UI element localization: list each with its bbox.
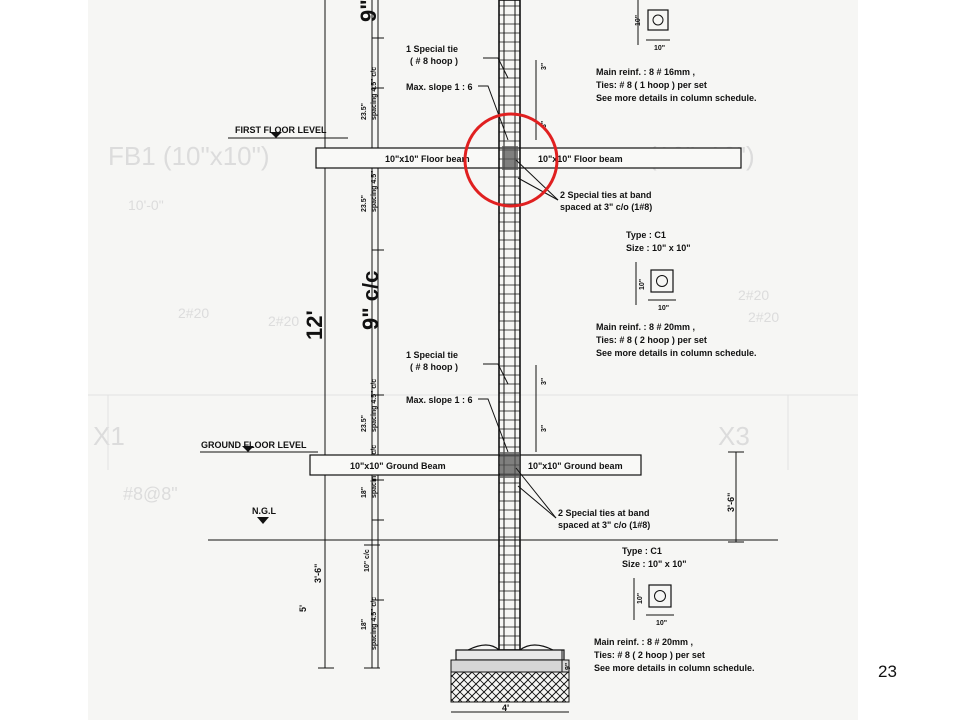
spacing-note: spacing 4.5" c/c	[371, 379, 378, 432]
gap-3in: 3"	[541, 63, 548, 70]
floor-beam-left-label: 10"x10" Floor beam	[385, 154, 470, 164]
column	[498, 0, 521, 651]
section-ties: Ties: # 8 ( 2 hoop ) per set	[594, 650, 705, 660]
section-detail-2: Type : C1 Size : 10" x 10" 10" 10" Main …	[596, 230, 757, 358]
section-size: Size : 10" x 10"	[626, 243, 691, 253]
dim-12ft: 12'	[302, 310, 327, 340]
ground-beam-right-label: 10"x10" Ground beam	[528, 461, 623, 471]
drawing-sheet: FB1 (10"x10") 10'-0" 2#20 2#20 2#20 2#20…	[88, 0, 858, 720]
footing-soil-hatch	[450, 671, 570, 703]
note-special-tie-hoop: ( # 8 hoop )	[410, 362, 458, 372]
dim-23-5in: 23.5"	[361, 195, 368, 212]
ngl-label: N.G.L	[252, 506, 277, 516]
spacing-dimension-column: 9" 9" c/c 23.5" spacing 4.5" c/c 23.5" s…	[356, 0, 384, 668]
ghost-text: 2#20	[178, 305, 209, 321]
ghost-text: 2#20	[748, 309, 779, 325]
section-dim-h: 10"	[654, 45, 665, 52]
note-band-ties: 2 Special ties at band	[560, 190, 652, 200]
beams: 10"x10" Floor beam 10"x10" Floor beam 10…	[309, 147, 742, 476]
ghost-text: 2#20	[738, 287, 769, 303]
callouts: 1 Special tie ( # 8 hoop ) Max. slope 1 …	[406, 44, 652, 530]
section-ties: Ties: # 8 ( 2 hoop ) per set	[596, 335, 707, 345]
section-detail-3: Type : C1 Size : 10" x 10" 10" 10" Main …	[594, 546, 755, 673]
note-band-ties-spacing: spaced at 3" c/o (1#8)	[558, 520, 650, 530]
note-max-slope: Max. slope 1 : 6	[406, 82, 473, 92]
left-dimension-chain: 12' 3'-6" 5'	[298, 0, 380, 669]
section-dim-h: 10"	[658, 305, 669, 312]
column-outline	[498, 0, 521, 651]
section-more: See more details in column schedule.	[594, 663, 755, 673]
note-special-tie: 1 Special tie	[406, 44, 458, 54]
note-max-slope: Max. slope 1 : 6	[406, 395, 473, 405]
floor-beam-right-label: 10"x10" Floor beam	[538, 154, 623, 164]
spacing-note: spacing 4.5" c/c	[371, 597, 378, 650]
section-square	[648, 584, 672, 608]
dim-9in-top: 9"	[356, 0, 381, 22]
ground-beam-left-label: 10"x10" Ground Beam	[350, 461, 446, 471]
dim-10in-cc: 10" c/c	[364, 549, 371, 572]
footing: 4' 9"	[450, 644, 572, 713]
note-special-tie: 1 Special tie	[406, 350, 458, 360]
spacing-note: spacing 4.5" c/c	[371, 159, 378, 212]
section-more: See more details in column schedule.	[596, 348, 757, 358]
ground-floor-level-label: GROUND FLOOR LEVEL	[201, 440, 307, 450]
dim-9in-cc: 9" c/c	[358, 271, 383, 330]
column-detail-drawing: FB1 (10"x10") 10'-0" 2#20 2#20 2#20 2#20…	[88, 0, 858, 713]
ground-beam	[309, 454, 642, 476]
section-type: Type : C1	[622, 546, 662, 556]
section-type: Type : C1	[626, 230, 666, 240]
section-more: See more details in column schedule.	[596, 93, 757, 103]
section-dim-v: 10"	[637, 593, 644, 604]
floor-beam	[315, 147, 742, 169]
section-dim-v: 10"	[635, 15, 642, 26]
footing-width-label: 4'	[502, 703, 509, 713]
dim-18in: 18"	[361, 487, 368, 498]
section-main-reinf: Main reinf. : 8 # 16mm ,	[596, 67, 695, 77]
section-detail-1: 10" 10" Main reinf. : 8 # 16mm , Ties: #…	[596, 0, 757, 103]
level-lines: FIRST FLOOR LEVEL GROUND FLOOR LEVEL N.G…	[200, 125, 778, 541]
section-dim-v: 10"	[639, 279, 646, 290]
gap-3in: 3"	[541, 378, 548, 385]
section-ties: Ties: # 8 ( 1 hoop ) per set	[596, 80, 707, 90]
ghost-text: #8@8"	[123, 484, 178, 504]
section-square	[647, 9, 669, 31]
section-dim-h: 10"	[656, 620, 667, 627]
highlight-circle	[463, 112, 559, 208]
note-band-ties: 2 Special ties at band	[558, 508, 650, 518]
stirrups	[499, 5, 520, 646]
dim-23-5in: 23.5"	[361, 415, 368, 432]
note-band-ties-spacing: spaced at 3" c/o (1#8)	[560, 202, 652, 212]
ghost-text: FB1 (10"x10")	[108, 141, 270, 171]
dim-18in: 18"	[361, 619, 368, 630]
spacing-note: spacing 4.5" c/c	[371, 67, 378, 120]
first-floor-level-label: FIRST FLOOR LEVEL	[235, 125, 327, 135]
section-size: Size : 10" x 10"	[622, 559, 687, 569]
dim-5ft: 5'	[298, 605, 308, 612]
dim-3ft6-right: 3'-6"	[726, 493, 736, 512]
dim-23-5in: 23.5"	[361, 103, 368, 120]
page-number: 23	[878, 662, 897, 681]
ground-band-hatch	[500, 452, 520, 478]
floor-band-hatch	[502, 146, 518, 170]
right-dimension: 3" 3" 3" 3" 3'-6"	[535, 60, 744, 543]
ghost-text: X3	[718, 421, 750, 451]
footing-depth-label: 9"	[565, 663, 572, 670]
dim-3ft6-foundation: 3'-6"	[313, 564, 323, 583]
note-special-tie-hoop: ( # 8 hoop )	[410, 56, 458, 66]
section-square	[650, 269, 674, 293]
section-main-reinf: Main reinf. : 8 # 20mm ,	[594, 637, 693, 647]
ghost-text: 10'-0"	[128, 197, 164, 213]
gap-3in: 3"	[541, 425, 548, 432]
section-main-reinf: Main reinf. : 8 # 20mm ,	[596, 322, 695, 332]
gap-3in: 3"	[541, 121, 548, 128]
ghost-text: X1	[93, 421, 125, 451]
ghost-text: 2#20	[268, 313, 299, 329]
